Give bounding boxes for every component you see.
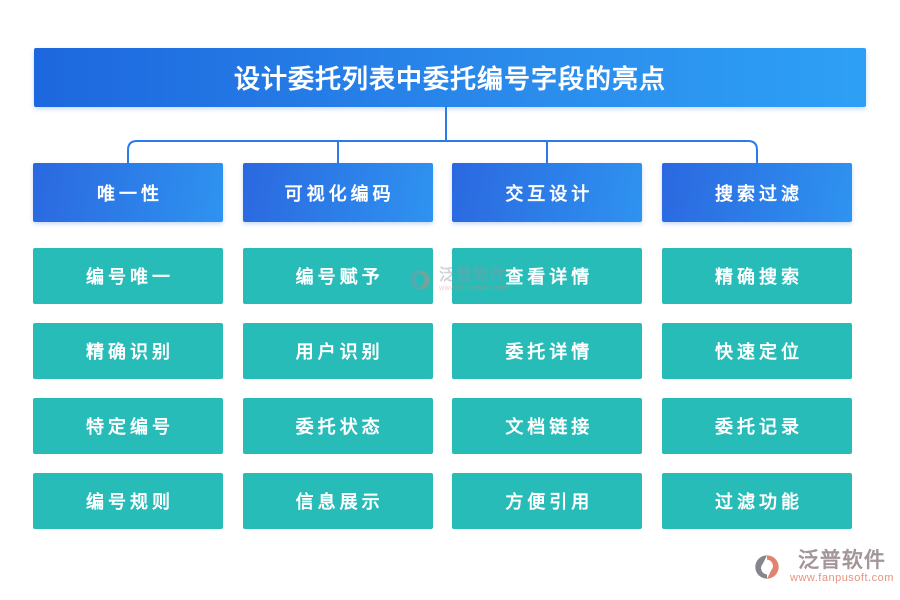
feature-node: 信息展示 (242, 473, 433, 529)
column-visual-coding: 可视化编码 编号赋予 用户识别 委托状态 信息展示 (242, 163, 433, 548)
feature-node: 快速定位 (661, 323, 852, 379)
feature-node: 编号赋予 (242, 248, 433, 304)
footer-brand-url: www.fanpusoft.com (790, 572, 894, 585)
feature-node: 编号规则 (33, 473, 223, 529)
feature-node: 过滤功能 (661, 473, 852, 529)
feature-node: 查看详情 (452, 248, 643, 304)
feature-columns: 唯一性 编号唯一 精确识别 特定编号 编号规则 可视化编码 编号赋予 用户识别 … (33, 163, 852, 548)
feature-node: 编号唯一 (33, 248, 223, 304)
feature-node: 委托记录 (661, 398, 852, 454)
feature-node: 精确搜索 (661, 248, 852, 304)
feature-node: 委托状态 (242, 398, 433, 454)
column-uniqueness: 唯一性 编号唯一 精确识别 特定编号 编号规则 (33, 163, 223, 548)
column-search-filter: 搜索过滤 精确搜索 快速定位 委托记录 过滤功能 (661, 163, 852, 548)
feature-node: 精确识别 (33, 323, 223, 379)
page-title: 设计委托列表中委托编号字段的亮点 (34, 48, 866, 107)
column-header: 搜索过滤 (661, 163, 852, 222)
feature-node: 用户识别 (242, 323, 433, 379)
footer-brand-logo: 泛普软件 www.fanpusoft.com (750, 549, 894, 584)
column-interaction-design: 交互设计 查看详情 委托详情 文档链接 方便引用 (452, 163, 643, 548)
feature-node: 特定编号 (33, 398, 223, 454)
fanpu-logo-icon (755, 554, 779, 579)
feature-node: 方便引用 (452, 473, 643, 529)
column-header: 可视化编码 (242, 163, 433, 222)
footer-brand-name: 泛普软件 (797, 549, 886, 572)
column-header: 唯一性 (33, 163, 223, 222)
feature-node: 文档链接 (452, 398, 643, 454)
column-header: 交互设计 (452, 163, 643, 222)
feature-node: 委托详情 (452, 323, 643, 379)
